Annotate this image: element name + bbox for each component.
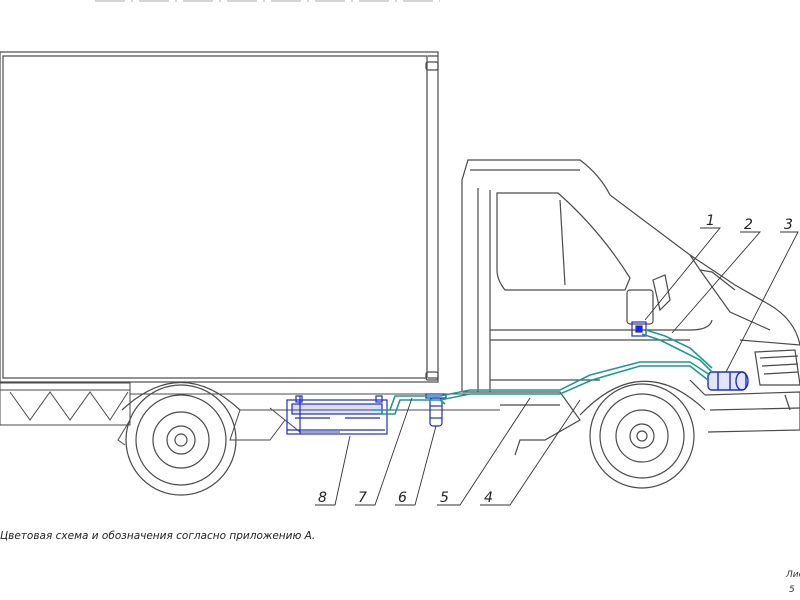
filter-unit [707,371,749,391]
callout-8: 8 [318,490,327,506]
callout-5: 5 [440,490,449,506]
battery-box [286,395,388,435]
callout-7: 7 [358,490,367,506]
callout-4: 4 [484,490,493,506]
callout-3: 3 [784,217,793,233]
air-pipes [372,329,713,415]
callout-6: 6 [398,490,407,506]
diagram-caption: Цветовая схема и обозначения согласно пр… [0,530,316,542]
valve-unit [631,321,647,337]
cab [461,159,800,456]
leader-lines [315,227,799,506]
callout-1: 1 [706,213,715,229]
subframe [0,382,500,446]
sheet-number: 5 [789,585,795,595]
callout-2: 2 [744,217,753,233]
rear-wheel [121,382,241,496]
sheet-label: Лис [786,570,800,580]
cargo-box [0,51,439,383]
front-wheel [579,380,706,489]
